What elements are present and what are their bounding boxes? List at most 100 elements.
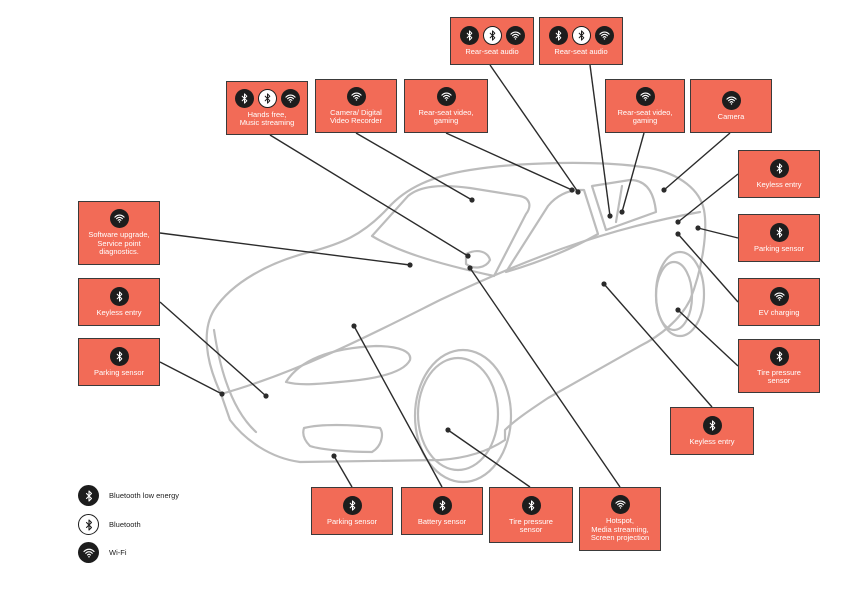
feature-box-tire-pressure-bottom: Tire pressure sensor	[489, 487, 573, 543]
feature-box-hands-free: Hands free, Music streaming	[226, 81, 308, 135]
feature-label: Camera	[717, 111, 745, 121]
feature-label: Keyless entry	[756, 179, 802, 189]
bluetooth-low-energy-icon	[548, 25, 568, 45]
feature-box-keyless-entry-right: Keyless entry	[738, 150, 820, 198]
leader-line-tire-pressure-right	[677, 309, 739, 367]
bluetooth-icon	[482, 25, 502, 45]
feature-icons	[342, 495, 362, 515]
feature-icons	[459, 25, 525, 45]
fog-light	[302, 423, 383, 454]
legend-label: Bluetooth	[109, 520, 141, 529]
wifi-icon	[78, 542, 99, 563]
feature-label: EV charging	[758, 307, 800, 317]
feature-icons	[702, 415, 722, 435]
rear-wheel-arch	[654, 250, 706, 338]
feature-box-keyless-entry-left: Keyless entry	[78, 278, 160, 326]
feature-box-rear-seat-video-2: Rear-seat video, gaming	[605, 79, 685, 133]
anchor-dot-software-upgrade	[407, 262, 413, 268]
wifi-icon	[346, 86, 366, 106]
leader-line-battery-sensor	[353, 325, 443, 488]
anchor-dot-hotspot	[467, 265, 473, 271]
leader-line-keyless-entry-right	[677, 173, 739, 223]
anchor-dot-tire-pressure-right	[675, 307, 681, 313]
feature-label: Rear-seat video, gaming	[617, 107, 673, 125]
anchor-dot-rear-seat-video-1	[569, 187, 575, 193]
wifi-icon	[436, 86, 456, 106]
feature-label: Parking sensor	[753, 243, 805, 253]
feature-box-parking-sensor-left: Parking sensor	[78, 338, 160, 386]
feature-icons	[234, 88, 300, 108]
anchor-dot-rear-seat-audio-2	[607, 213, 613, 219]
anchor-dot-camera-dvr	[469, 197, 475, 203]
feature-icons	[109, 346, 129, 366]
leader-line-hands-free	[269, 134, 469, 257]
feature-box-rear-seat-audio-1: Rear-seat audio	[450, 17, 534, 65]
leader-line-camera-dvr	[355, 132, 473, 201]
wifi-icon	[109, 209, 129, 229]
anchor-dot-parking-sensor-right	[695, 225, 701, 231]
feature-box-rear-seat-video-1: Rear-seat video, gaming	[404, 79, 488, 133]
feature-label: Camera/ Digital Video Recorder	[330, 107, 382, 125]
bluetooth-low-energy-icon	[521, 495, 541, 515]
anchor-dot-keyless-entry-right	[675, 219, 681, 225]
feature-icons	[521, 495, 541, 515]
feature-label: Tire pressure sensor	[509, 516, 553, 534]
side-window	[504, 188, 600, 274]
feature-label: Keyless entry	[689, 436, 735, 446]
feature-label: Hands free, Music streaming	[239, 109, 295, 127]
feature-icons	[769, 286, 789, 306]
leader-line-rear-seat-video-1	[445, 132, 573, 191]
bluetooth-low-energy-icon	[432, 495, 452, 515]
bluetooth-low-energy-icon	[234, 88, 254, 108]
feature-label: Parking sensor	[93, 367, 145, 377]
feature-box-parking-sensor-right: Parking sensor	[738, 214, 820, 262]
leader-line-rear-seat-audio-1	[489, 64, 579, 193]
bluetooth-icon	[78, 514, 99, 535]
anchor-dot-ev-charging	[675, 231, 681, 237]
leader-line-camera	[663, 132, 731, 191]
feature-icons	[548, 25, 614, 45]
feature-icons	[109, 209, 129, 229]
anchor-dot-battery-sensor	[351, 323, 357, 329]
bluetooth-icon	[571, 25, 591, 45]
feature-label: Rear-seat audio	[465, 46, 519, 56]
feature-icons	[436, 86, 456, 106]
wifi-icon	[610, 495, 630, 515]
wifi-icon	[769, 286, 789, 306]
wifi-icon	[635, 86, 655, 106]
leader-line-keyless-entry-left	[159, 301, 267, 397]
feature-label: Battery sensor	[417, 516, 467, 526]
anchor-dot-hands-free	[465, 253, 471, 259]
feature-label: Rear-seat video, gaming	[418, 107, 474, 125]
hood-line	[219, 210, 702, 396]
leader-line-software-upgrade	[159, 232, 411, 266]
feature-label: Tire pressure sensor	[757, 367, 801, 385]
bluetooth-low-energy-icon	[702, 415, 722, 435]
bluetooth-low-energy-icon	[769, 158, 789, 178]
legend-label: Bluetooth low energy	[109, 491, 180, 500]
feature-box-ev-charging: EV charging	[738, 278, 820, 326]
wifi-icon	[280, 88, 300, 108]
legend-item: Bluetooth	[78, 514, 141, 535]
anchor-dot-keyless-entry-bottom-right	[601, 281, 607, 287]
bluetooth-low-energy-icon	[459, 25, 479, 45]
feature-label: Software upgrade, Service point diagnost…	[88, 230, 150, 257]
bluetooth-low-energy-icon	[769, 346, 789, 366]
feature-box-battery-sensor: Battery sensor	[401, 487, 483, 535]
side-mirror	[464, 250, 492, 269]
feature-box-tire-pressure-right: Tire pressure sensor	[738, 339, 820, 393]
feature-icons	[635, 86, 655, 106]
leader-line-rear-seat-audio-2	[589, 64, 611, 217]
feature-icons	[432, 495, 452, 515]
feature-box-camera: Camera	[690, 79, 772, 133]
feature-label: Hotspot, Media streaming, Screen project…	[590, 516, 650, 543]
feature-box-software-upgrade: Software upgrade, Service point diagnost…	[78, 201, 160, 265]
wifi-icon	[721, 90, 741, 110]
feature-box-rear-seat-audio-2: Rear-seat audio	[539, 17, 623, 65]
car-body-outline	[205, 161, 707, 464]
feature-box-parking-sensor-bottom: Parking sensor	[311, 487, 393, 535]
leader-line-parking-sensor-right	[697, 227, 739, 239]
anchor-dot-keyless-entry-left	[263, 393, 269, 399]
